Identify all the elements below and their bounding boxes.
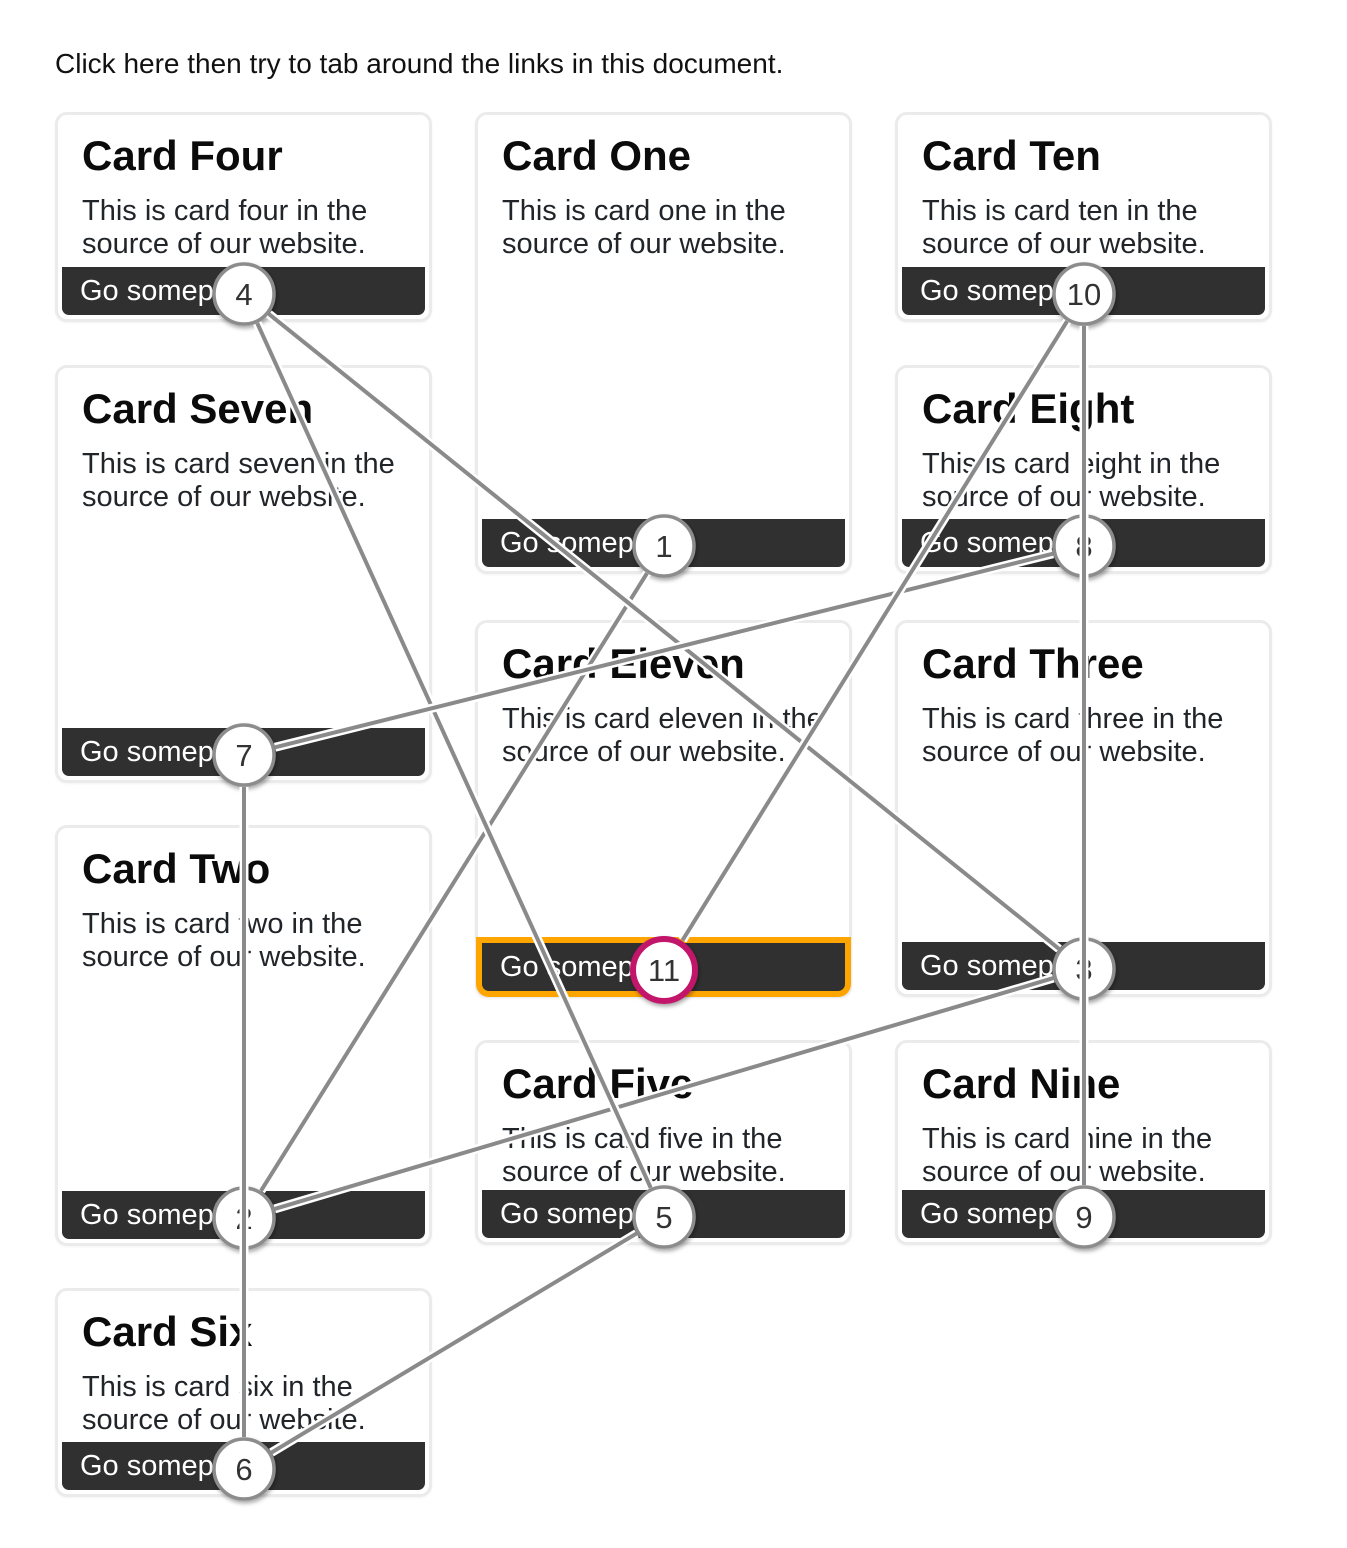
card-four-go-button[interactable]: Go someplace (62, 267, 425, 315)
card-ten: Card Ten This is card ten in the source … (895, 112, 1272, 322)
card-eight: Card Eight This is card eight in the sou… (895, 365, 1272, 574)
tab-instruction-text[interactable]: Click here then try to tab around the li… (55, 48, 784, 79)
card-one-go-button[interactable]: Go someplace (482, 519, 845, 567)
card-six-go-button[interactable]: Go someplace (62, 1442, 425, 1490)
card-nine-title: Card Nine (922, 1060, 1121, 1107)
card-ten-text: This is card ten in the source of our we… (922, 195, 1206, 260)
card-four-text: This is card four in the source of our w… (82, 195, 368, 260)
card-five-go-button[interactable]: Go someplace (482, 1190, 845, 1238)
card-four-title: Card Four (82, 132, 283, 179)
card-eleven-title: Card Eleven (502, 640, 745, 687)
card-six: Card Six This is card six in the source … (55, 1288, 432, 1497)
card-two-go-button[interactable]: Go someplace (62, 1191, 425, 1239)
card-eleven: Card Eleven This is card eleven in the s… (475, 620, 852, 998)
card-ten-go-button[interactable]: Go someplace (902, 267, 1265, 315)
card-ten-title: Card Ten (922, 132, 1101, 179)
card-two-text: This is card two in the source of our we… (82, 908, 366, 973)
card-nine-go-button[interactable]: Go someplace (902, 1190, 1265, 1238)
card-one-text: This is card one in the source of our we… (502, 195, 786, 260)
card-seven: Card Seven This is card seven in the sou… (55, 365, 432, 783)
card-eight-go-button[interactable]: Go someplace (902, 519, 1265, 567)
card-six-text: This is card six in the source of our we… (82, 1371, 366, 1436)
card-seven-go-button[interactable]: Go someplace (62, 728, 425, 776)
card-one-title: Card One (502, 132, 692, 179)
card-three-title: Card Three (922, 640, 1144, 687)
card-six-title: Card Six (82, 1308, 253, 1355)
card-eight-title: Card Eight (922, 385, 1135, 432)
card-two-title: Card Two (82, 845, 271, 892)
card-three-go-button[interactable]: Go someplace (902, 942, 1265, 990)
card-four: Card Four This is card four in the sourc… (55, 112, 432, 322)
card-nine-text: This is card nine in the source of our w… (922, 1123, 1213, 1188)
card-eight-text: This is card eight in the source of our … (922, 448, 1221, 513)
card-five: Card Five This is card five in the sourc… (475, 1040, 852, 1245)
card-one: Card One This is card one in the source … (475, 112, 852, 574)
card-five-text: This is card five in the source of our w… (502, 1123, 786, 1188)
card-eleven-text: This is card eleven in the source of our… (502, 703, 823, 768)
card-five-title: Card Five (502, 1060, 694, 1107)
card-seven-text: This is card seven in the source of our … (82, 448, 395, 513)
card-nine: Card Nine This is card nine in the sourc… (895, 1040, 1272, 1245)
card-two: Card Two This is card two in the source … (55, 825, 432, 1246)
card-three: Card Three This is card three in the sou… (895, 620, 1272, 997)
card-eleven-go-button-focused[interactable]: Go someplace (482, 943, 845, 991)
card-three-text: This is card three in the source of our … (922, 703, 1224, 768)
card-seven-title: Card Seven (82, 385, 314, 432)
